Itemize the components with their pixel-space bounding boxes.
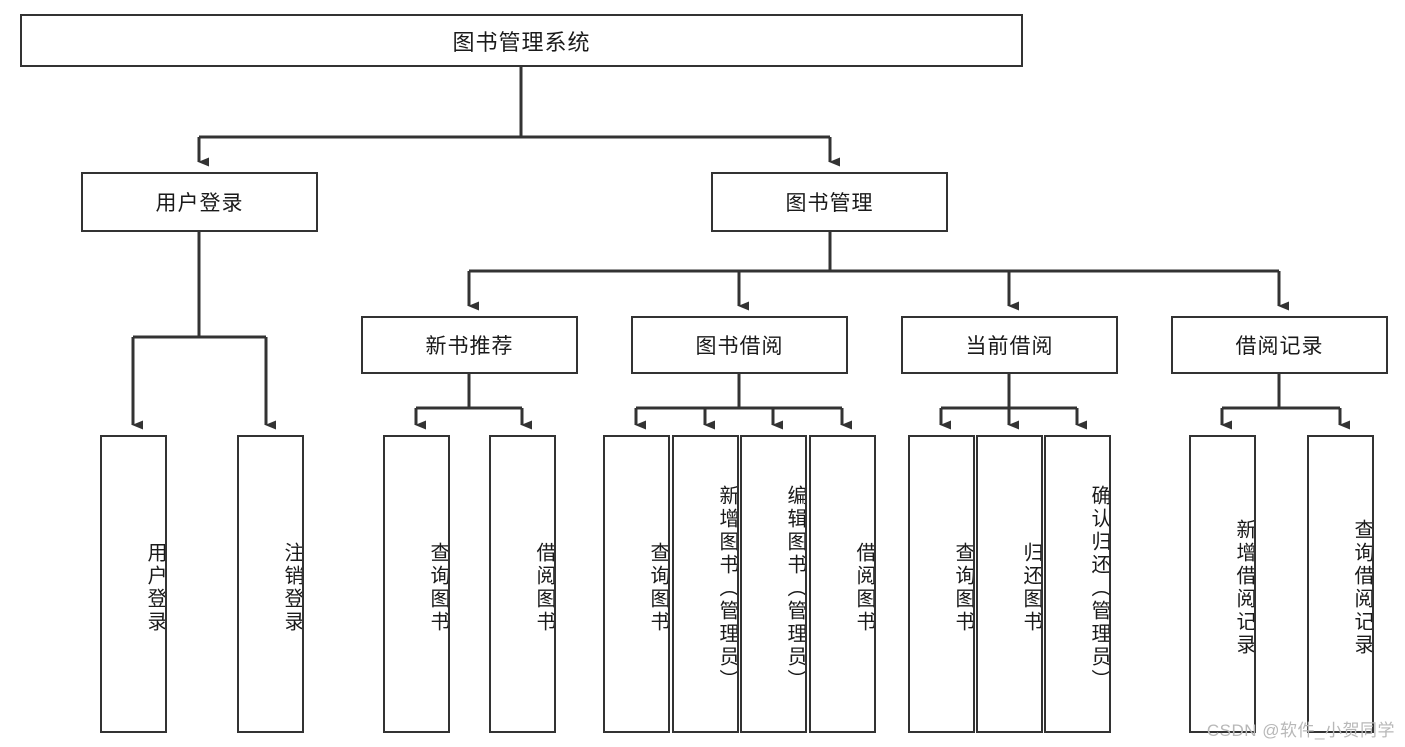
- leaf-book-borrow-query-book[interactable]: 查询图书: [603, 435, 670, 733]
- leaf-new-book-borrow-book[interactable]: 借阅图书: [489, 435, 556, 733]
- leaf-book-borrow-edit-book-admin[interactable]: 编辑图书（管理员）: [740, 435, 807, 733]
- csdn-watermark: CSDN @软件_小贺同学: [1206, 721, 1395, 740]
- node-user-login[interactable]: 用户登录: [81, 172, 318, 232]
- node-book-borrow[interactable]: 图书借阅: [631, 316, 848, 374]
- leaf-current-borrow-query-book[interactable]: 查询图书: [908, 435, 975, 733]
- node-borrow-record[interactable]: 借阅记录: [1171, 316, 1388, 374]
- leaf-user-login-login[interactable]: 用户登录: [100, 435, 167, 733]
- leaf-new-book-query-book[interactable]: 查询图书: [383, 435, 450, 733]
- leaf-current-borrow-confirm-return-admin[interactable]: 确认归还（管理员）: [1044, 435, 1111, 733]
- leaf-borrow-record-add-record[interactable]: 新增借阅记录: [1189, 435, 1256, 733]
- node-book-management[interactable]: 图书管理: [711, 172, 948, 232]
- node-current-borrow[interactable]: 当前借阅: [901, 316, 1118, 374]
- leaf-borrow-record-query-record[interactable]: 查询借阅记录: [1307, 435, 1374, 733]
- leaf-user-login-logout[interactable]: 注销登录: [237, 435, 304, 733]
- leaf-current-borrow-return-book[interactable]: 归还图书: [976, 435, 1043, 733]
- node-root-system[interactable]: 图书管理系统: [20, 14, 1023, 67]
- leaf-book-borrow-add-book-admin[interactable]: 新增图书（管理员）: [672, 435, 739, 733]
- node-new-book-recommend[interactable]: 新书推荐: [361, 316, 578, 374]
- leaf-book-borrow-borrow-book[interactable]: 借阅图书: [809, 435, 876, 733]
